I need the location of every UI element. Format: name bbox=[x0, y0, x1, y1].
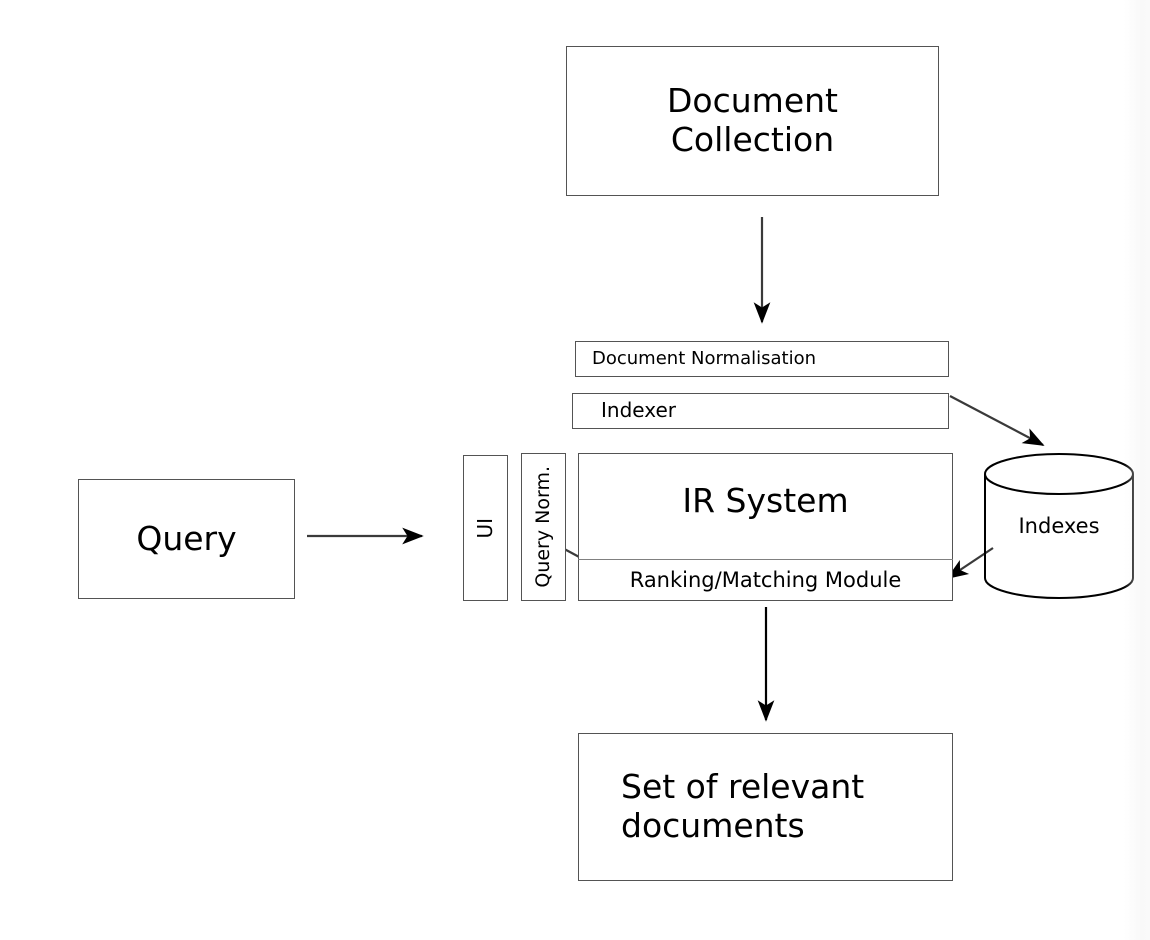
node-query[interactable]: Query bbox=[78, 479, 295, 599]
ui-label: UI bbox=[472, 517, 497, 539]
query-label: Query bbox=[136, 518, 237, 558]
document-normalisation-label: Document Normalisation bbox=[592, 348, 816, 370]
node-query-normalisation[interactable]: Query Norm. bbox=[521, 453, 566, 601]
indexes-text: Indexes bbox=[1018, 514, 1100, 538]
node-document-collection[interactable]: Document Collection bbox=[566, 46, 939, 196]
document-collection-label: Document Collection bbox=[667, 81, 838, 160]
edge-indexer-to-indexes bbox=[949, 395, 1045, 446]
query-normalisation-label: Query Norm. bbox=[532, 466, 555, 588]
node-relevant-documents[interactable]: Set of relevant documents bbox=[578, 733, 953, 881]
node-ir-system[interactable]: IR System Ranking/Matching Module bbox=[578, 453, 953, 601]
relevant-documents-line2: documents bbox=[621, 806, 805, 845]
indexes-label: Indexes bbox=[983, 452, 1135, 600]
node-ranking-matching-module[interactable]: Ranking/Matching Module bbox=[578, 559, 953, 601]
node-document-normalisation[interactable]: Document Normalisation bbox=[575, 341, 949, 377]
node-indexer[interactable]: Indexer bbox=[572, 393, 949, 429]
document-collection-line1: Document bbox=[667, 81, 838, 121]
relevant-documents-label: Set of relevant documents bbox=[621, 767, 865, 846]
document-collection-line2: Collection bbox=[670, 120, 835, 159]
relevant-documents-line1: Set of relevant bbox=[621, 767, 865, 807]
ranking-matching-module-label: Ranking/Matching Module bbox=[629, 568, 902, 593]
ir-system-label: IR System bbox=[682, 481, 849, 520]
node-ui[interactable]: UI bbox=[463, 455, 508, 601]
indexer-label: Indexer bbox=[601, 398, 676, 423]
